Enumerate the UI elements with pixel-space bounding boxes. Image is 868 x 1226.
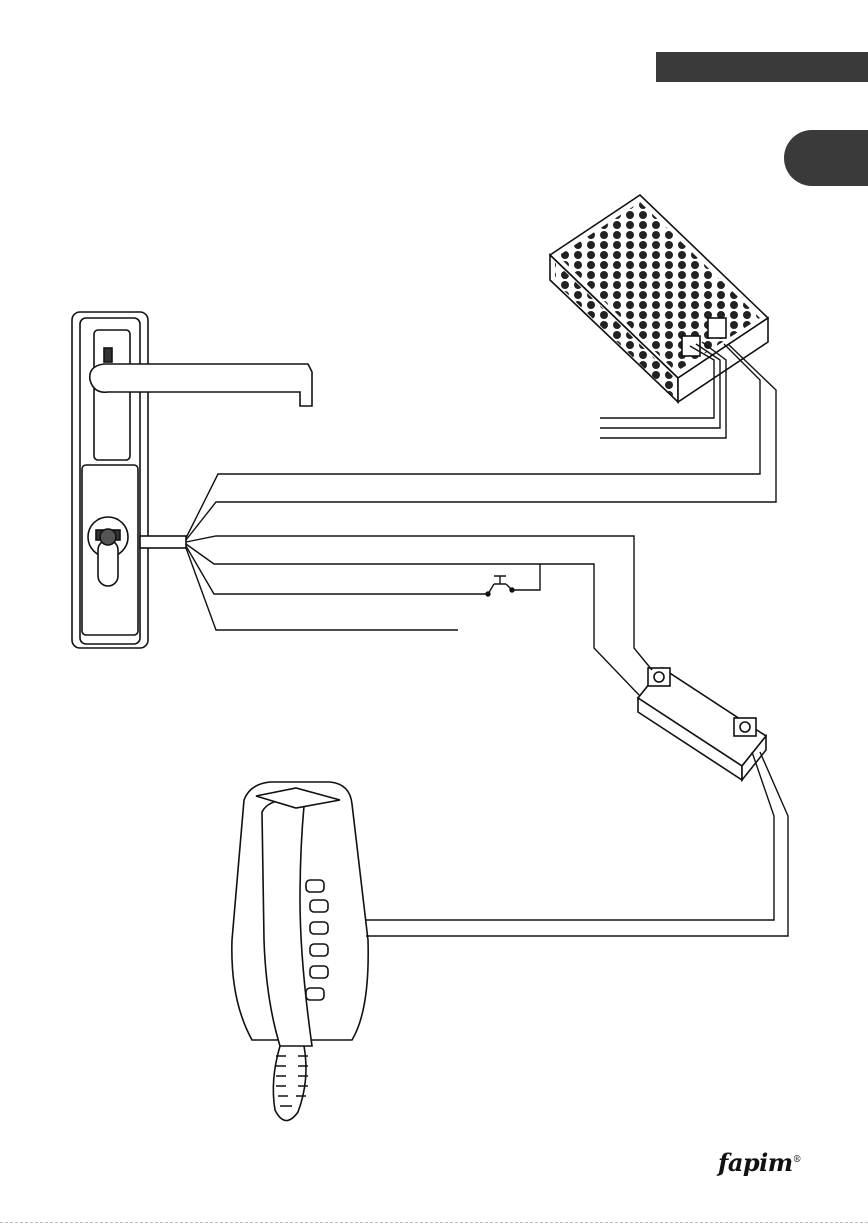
push-button-switch: [486, 576, 514, 596]
relay-module: [638, 668, 766, 780]
power-supply: [550, 195, 768, 402]
intercom-handset: [232, 782, 368, 1121]
bottom-divider: [0, 1222, 868, 1223]
brand-logo: fapim®: [718, 1148, 801, 1177]
lock-handle: [72, 312, 312, 648]
